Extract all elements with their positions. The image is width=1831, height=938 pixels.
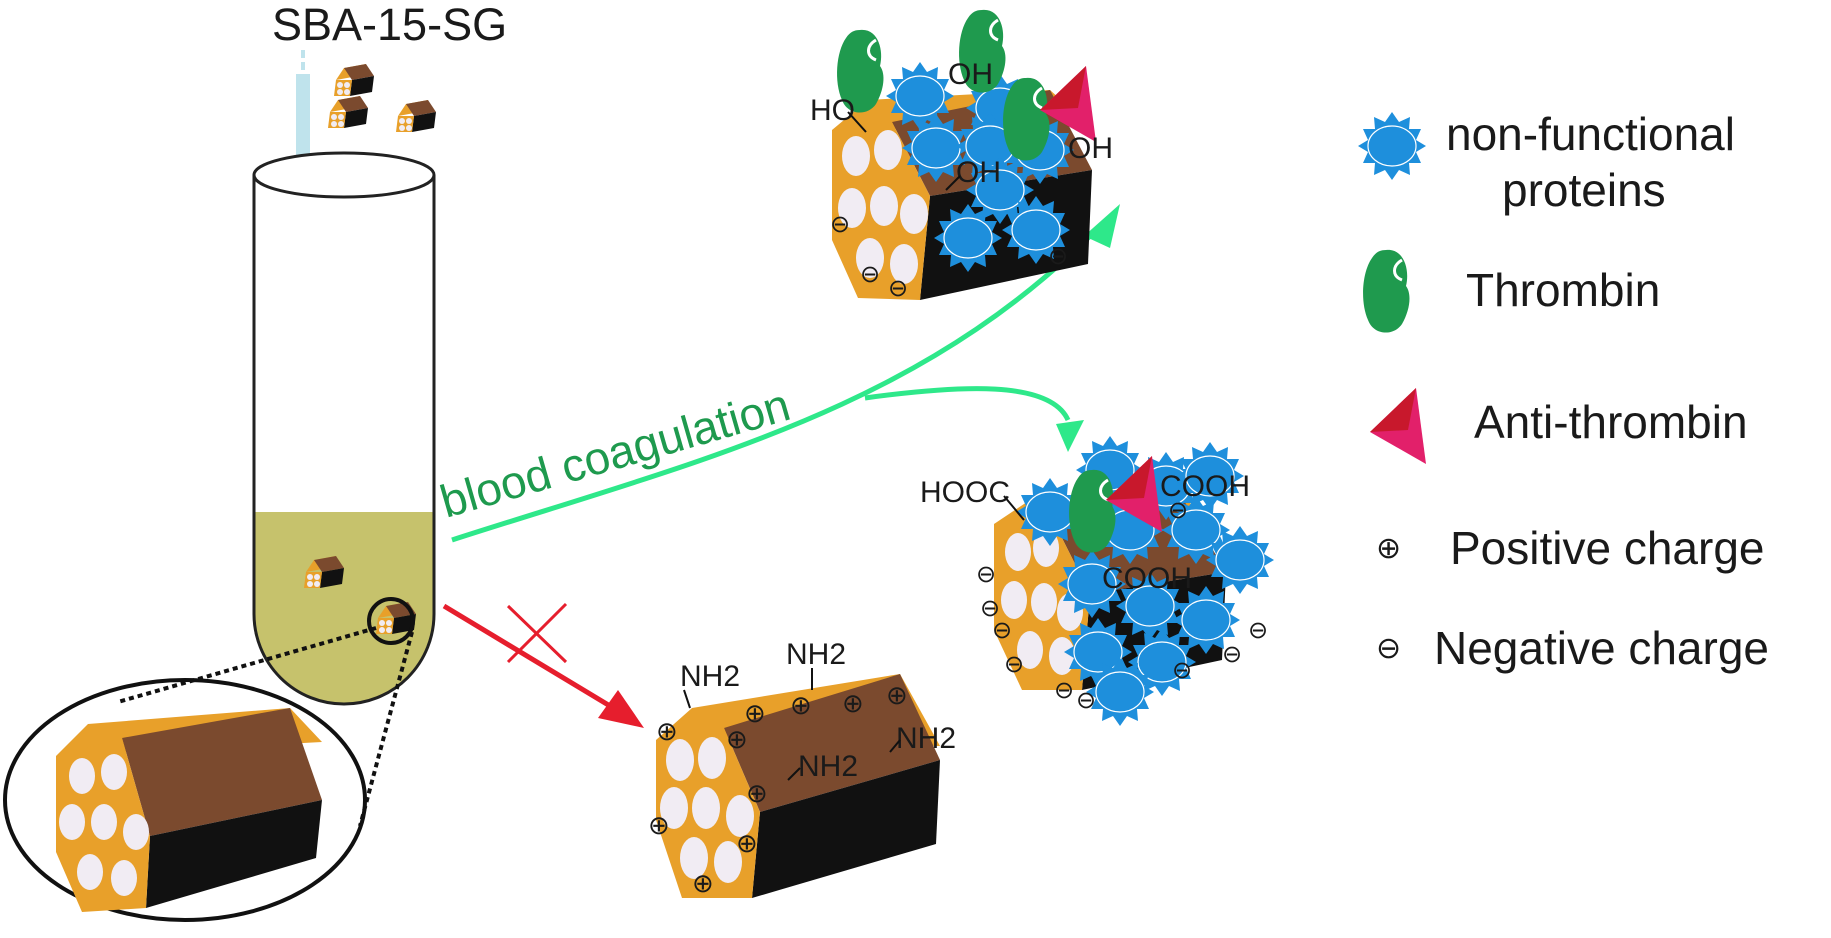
non-functional-protein-icon (1357, 111, 1427, 181)
nh2-label-1: NH2 (680, 660, 740, 693)
test-tube (252, 151, 436, 706)
negative-charge-mark: ⊖ (888, 275, 908, 302)
falling-particles (328, 64, 436, 132)
oh-label-2: OH (956, 156, 1001, 189)
positive-charge-mark: ⊕ (726, 724, 748, 754)
negative-charge-mark: ⊖ (1168, 497, 1188, 524)
positive-charge-mark: ⊕ (648, 810, 670, 840)
negative-charge-mark: ⊖ (992, 617, 1012, 644)
oh-label-3: OH (1068, 132, 1113, 165)
thrombin-icon (1361, 248, 1411, 335)
negative-charge-mark: ⊖ (1048, 243, 1068, 270)
zoom-lines (117, 626, 414, 827)
negative-charge-icon: ⊖ (1376, 632, 1401, 665)
zoom-circle (367, 597, 415, 645)
blocked-arrow (442, 602, 644, 728)
negative-charge-mark: ⊖ (980, 595, 1000, 622)
oh-particle: HO OH OH OH ⊖ ⊖ ⊖ ⊖ (810, 8, 1113, 302)
negative-charge-mark: ⊖ (1004, 651, 1024, 678)
blood-coagulation-label: blood coagulation (434, 378, 795, 527)
legend-label-thrombin: Thrombin (1466, 264, 1660, 316)
cooh-label-1: COOH (1160, 470, 1250, 503)
positive-charge-mark: ⊕ (692, 868, 714, 898)
positive-charge-mark: ⊕ (746, 778, 768, 808)
negative-charge-mark: ⊖ (1076, 687, 1096, 714)
nh2-label-2: NH2 (786, 638, 846, 671)
negative-charge-mark: ⊖ (1248, 617, 1268, 644)
positive-charge-mark: ⊕ (736, 828, 758, 858)
positive-charge-mark: ⊕ (656, 716, 678, 746)
coagulation-arrows (451, 204, 1120, 543)
cooh-particle: HOOC COOH COOH ⊖ ⊖ ⊖ ⊖ ⊖ ⊖ ⊖ ⊖ ⊖ ⊖ (920, 435, 1275, 727)
zoomed-particle (3, 678, 367, 922)
nh2-label-3: NH2 (798, 750, 858, 783)
legend: non-functional proteins Thrombin Anti-th… (1357, 108, 1769, 674)
positive-charge-mark: ⊕ (744, 698, 766, 728)
anti-thrombin-icon (1370, 388, 1426, 464)
legend-label-proteins-2: proteins (1502, 164, 1666, 216)
nh2-label-4: NH2 (896, 722, 956, 755)
legend-label-positive-charge: Positive charge (1450, 522, 1765, 574)
positive-charge-mark: ⊕ (842, 688, 864, 718)
negative-charge-mark: ⊖ (830, 211, 850, 238)
positive-charge-mark: ⊕ (886, 680, 908, 710)
negative-charge-mark: ⊖ (860, 261, 880, 288)
oh-label-1: OH (948, 58, 993, 91)
negative-charge-mark: ⊖ (1054, 677, 1074, 704)
cooh-label-2: COOH (1102, 562, 1192, 595)
nh2-particle: NH2 NH2 NH2 NH2 ⊕ ⊕ ⊕ ⊕ ⊕ ⊕ ⊕ ⊕ ⊕ ⊕ (648, 638, 956, 898)
hooc-label: HOOC (920, 476, 1010, 509)
positive-charge-icon: ⊕ (1376, 532, 1401, 565)
legend-label-negative-charge: Negative charge (1434, 622, 1769, 674)
sba15sg-label: SBA-15-SG (272, 0, 507, 50)
negative-charge-mark: ⊖ (976, 561, 996, 588)
blood-liquid (254, 512, 434, 704)
negative-charge-mark: ⊖ (1222, 641, 1242, 668)
ho-label: HO (810, 94, 855, 127)
legend-label-anti-thrombin: Anti-thrombin (1474, 396, 1748, 448)
legend-label-proteins-1: non-functional (1446, 108, 1735, 160)
positive-charge-mark: ⊕ (790, 690, 812, 720)
negative-charge-mark: ⊖ (1172, 657, 1192, 684)
